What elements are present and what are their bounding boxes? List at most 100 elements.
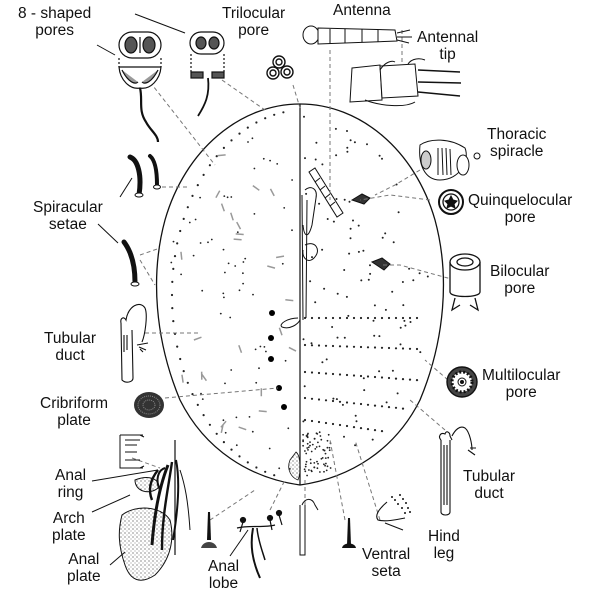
pore-dot (313, 437, 316, 440)
multilocular-pore-dot (345, 424, 349, 428)
pore-dot (366, 143, 368, 146)
multilocular-pore-dot (373, 316, 377, 320)
duct-mark (230, 212, 234, 221)
anal-plate-drawing (118, 477, 173, 581)
pore-dot (230, 196, 233, 198)
bilocular-pore-drawing (449, 253, 481, 312)
label-hind-leg: Hind leg (428, 528, 460, 562)
duct-mark (217, 154, 226, 157)
multilocular-pore-dot (352, 374, 356, 377)
pore-dot (258, 367, 260, 370)
pore-dot (404, 324, 407, 327)
pore-dot (391, 290, 394, 293)
pointer-lines (91, 13, 404, 566)
pore-dot (303, 468, 306, 471)
duct-mark (220, 203, 226, 212)
multilocular-pore-dot (317, 398, 321, 401)
multilocular-pore-dot (359, 402, 363, 406)
pore-dot (226, 196, 229, 199)
pore-dot (327, 456, 330, 459)
pore-dot (263, 346, 266, 348)
multilocular-pore-dot (373, 346, 377, 349)
cerarius-dot (208, 423, 211, 426)
pore-dot (346, 130, 348, 132)
quinquelocular-pore-drawing (438, 189, 464, 215)
multilocular-pore-dot (394, 347, 398, 350)
multilocular-pore-dot (359, 316, 363, 320)
anal-ring-detail-drawing (119, 434, 145, 469)
pore-dot (343, 435, 345, 438)
multilocular-pore-dot (317, 316, 321, 320)
pore-dot (321, 248, 324, 251)
pore-dot (308, 469, 310, 471)
pore-dot (326, 465, 329, 468)
tubular-duct-right-drawing (439, 426, 476, 516)
pore-dot (304, 157, 306, 160)
pore-dot (354, 444, 357, 447)
pore-dot (304, 465, 307, 468)
pore-dot (323, 470, 325, 473)
body-mouthparts (280, 187, 391, 329)
pore-dot (345, 295, 348, 298)
duct-mark (235, 233, 244, 236)
multilocular-pore-dot (380, 316, 384, 320)
pore-dot (303, 115, 305, 118)
multilocular-pore-dot (310, 344, 314, 347)
label-antennal-tip: Antennal tip (417, 29, 479, 63)
multilocular-pore-dot (338, 423, 342, 427)
pore-dot (335, 198, 338, 200)
pore-dot (343, 336, 346, 339)
pore-dot (348, 252, 351, 255)
pore-dot (346, 150, 349, 153)
pore-dot (284, 359, 287, 362)
cerarius-dot (222, 146, 225, 149)
duct-mark (238, 345, 243, 354)
antennal-tip-drawing (349, 58, 462, 107)
pore-dot (303, 385, 306, 388)
pore-dot (354, 414, 357, 417)
duct-mark (275, 255, 285, 259)
multilocular-pore-dot (303, 396, 307, 400)
pore-dot (310, 469, 313, 472)
pore-dot (222, 248, 225, 251)
hind-leg-drawing (376, 494, 411, 522)
pore-dot (222, 419, 225, 422)
multilocular-pore-dot (380, 346, 384, 349)
pore-dot (399, 343, 402, 346)
pore-dot (310, 450, 313, 453)
pore-dot (223, 296, 225, 299)
pore-dot (311, 256, 313, 259)
pore-dot (399, 326, 402, 329)
pore-dot (343, 198, 346, 201)
multilocular-pore-dot (380, 405, 384, 408)
pore-dot (334, 127, 337, 130)
multilocular-pore-dot (366, 375, 370, 378)
pore-dot (401, 281, 404, 283)
cerarius-dot (238, 132, 241, 135)
cerarius-dot (273, 474, 276, 477)
dorsal-seta-drawing (201, 512, 217, 548)
duct-mark (236, 221, 242, 230)
duct-mark (201, 373, 208, 382)
cerarius-dot (255, 121, 258, 124)
pore-dot (307, 446, 310, 449)
multilocular-pore-dot (359, 427, 363, 430)
pore-dot (352, 219, 354, 222)
multilocular-pore-dot (401, 347, 405, 350)
label-bilocular-pore: Bilocular pore (490, 263, 550, 297)
cerarius-dot (182, 217, 185, 220)
pore-dot (403, 319, 406, 322)
pore-dot (362, 249, 365, 252)
cerarius-dot (222, 441, 225, 444)
multilocular-pore-dot (352, 345, 356, 348)
multilocular-pore-dot (317, 371, 321, 375)
multilocular-pore-dot (387, 346, 391, 350)
multilocular-pore-dot (408, 316, 412, 320)
pore-dot (305, 192, 308, 195)
multilocular-pore-dot (324, 421, 328, 425)
pore-dot (230, 369, 233, 371)
cerarius-dot (282, 111, 285, 114)
pore-dot (180, 273, 183, 276)
multilocular-pore-dot (345, 316, 349, 320)
